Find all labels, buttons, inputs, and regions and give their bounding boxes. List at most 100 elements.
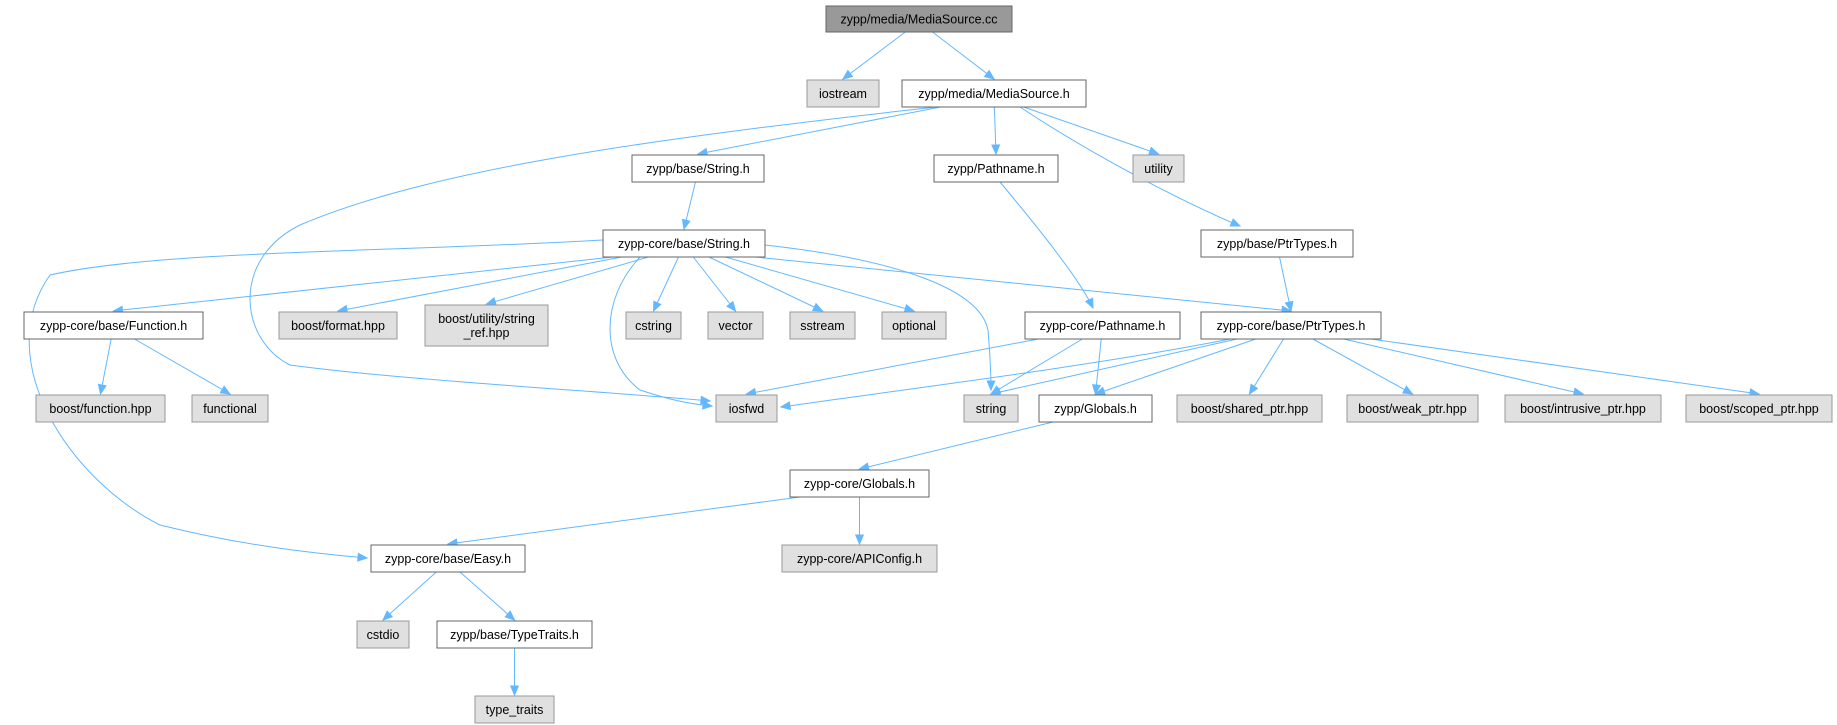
node-boost_shared_ptr-label: boost/shared_ptr.hpp: [1191, 402, 1308, 416]
edge-core_string_h-to-boost_string_ref-arrowhead: [485, 296, 497, 306]
node-core_ptrtypes_h-box: [1200, 311, 1382, 340]
edge-core_string_h-to-iosfwd: [609, 256, 713, 407]
node-base_string_h[interactable]: zypp/base/String.h: [631, 154, 765, 183]
edge-core_ptrtypes_h-to-globals_h-arrowhead: [1094, 386, 1106, 396]
node-base_string_h-box: [631, 154, 765, 183]
edge-core_ptrtypes_h-to-boost_weak_ptr-arrowhead: [1401, 385, 1414, 395]
node-core_string_h[interactable]: zypp-core/base/String.h: [602, 229, 766, 258]
edge-root-to-mediasource_h-arrowhead: [983, 69, 996, 80]
node-boost_format-label: boost/format.hpp: [291, 319, 385, 333]
edge-core_pathname_h-to-string: [990, 338, 1083, 395]
edge-core_ptrtypes_h-to-globals_h: [1095, 338, 1256, 395]
edge-core_string_h-to-iosfwd-arrowhead: [702, 400, 714, 410]
node-boost_format-box: [278, 311, 398, 340]
node-pathname_h[interactable]: zypp/Pathname.h: [933, 154, 1059, 183]
edge-globals_h-to-core_globals_h-arrowhead: [858, 462, 870, 472]
node-iostream-box: [806, 79, 880, 108]
node-iostream-label: iostream: [819, 87, 867, 101]
node-core_easy_h-label: zypp-core/base/Easy.h: [385, 552, 511, 566]
node-utility: utility: [1132, 154, 1185, 183]
edge-base_string_h-to-core_string_h-arrowhead: [681, 218, 691, 231]
edge-core_ptrtypes_h-to-boost_intrusive_ptr: [1343, 338, 1584, 395]
node-boost_function-label: boost/function.hpp: [49, 402, 151, 416]
edge-core_string_h-to-string: [764, 244, 992, 391]
node-apiconfig_h-box: [781, 544, 938, 573]
edge-core_ptrtypes_h-to-boost_shared_ptr-arrowhead: [1248, 383, 1259, 396]
node-apiconfig_h-label: zypp-core/APIConfig.h: [797, 552, 922, 566]
node-iosfwd-label: iosfwd: [729, 402, 764, 416]
edge-core_function_h-to-functional: [134, 338, 231, 395]
node-type_traits-label: type_traits: [486, 703, 544, 717]
edge-core_ptrtypes_h-to-boost_weak_ptr: [1312, 338, 1413, 395]
node-pathname_h-label: zypp/Pathname.h: [947, 162, 1044, 176]
node-globals_h-box: [1038, 394, 1153, 423]
node-core_pathname_h-label: zypp-core/Pathname.h: [1040, 319, 1166, 333]
node-sstream: sstream: [789, 311, 856, 340]
node-core_pathname_h[interactable]: zypp-core/Pathname.h: [1024, 311, 1181, 340]
node-globals_h[interactable]: zypp/Globals.h: [1038, 394, 1153, 423]
edge-mediasource_h-to-base_ptrtypes_h-arrowhead: [1229, 218, 1242, 227]
edge-core_string_h-to-cstring-arrowhead: [652, 300, 662, 313]
edge-pathname_h-to-core_pathname_h-arrowhead: [1084, 297, 1094, 310]
node-mediasource_h[interactable]: zypp/media/MediaSource.h: [901, 79, 1087, 108]
node-type_traits-box: [474, 695, 555, 724]
node-core_ptrtypes_h[interactable]: zypp-core/base/PtrTypes.h: [1200, 311, 1382, 340]
node-pathname_h-box: [933, 154, 1059, 183]
node-root-label: zypp/media/MediaSource.cc: [840, 13, 997, 27]
node-functional: functional: [191, 394, 269, 423]
edge-core_string_h-to-boost_string_ref: [486, 256, 649, 305]
edge-globals_h-to-core_globals_h: [859, 421, 1054, 470]
node-base_ptrtypes_h-box: [1200, 229, 1354, 258]
node-cstdio: cstdio: [356, 620, 410, 649]
node-core_function_h-box: [23, 311, 204, 340]
node-boost_weak_ptr-box: [1346, 394, 1479, 423]
node-vector: vector: [707, 311, 764, 340]
node-mediasource_h-box: [901, 79, 1087, 108]
node-core_function_h[interactable]: zypp-core/base/Function.h: [23, 311, 204, 340]
edge-core_easy_h-to-cstdio: [382, 571, 437, 621]
node-boost_function: boost/function.hpp: [35, 394, 166, 423]
node-functional-box: [191, 394, 269, 423]
node-boost_scoped_ptr-box: [1685, 394, 1833, 423]
node-cstdio-label: cstdio: [367, 628, 400, 642]
edge-core_pathname_h-to-iosfwd: [746, 338, 1039, 395]
node-typetraits_h[interactable]: zypp/base/TypeTraits.h: [436, 620, 593, 649]
edge-core_ptrtypes_h-to-boost_scoped_ptr: [1370, 338, 1760, 395]
node-boost_scoped_ptr-label: boost/scoped_ptr.hpp: [1699, 402, 1819, 416]
node-boost_function-box: [35, 394, 166, 423]
node-boost_string_ref-label-2: _ref.hpp: [463, 326, 510, 340]
node-base_ptrtypes_h[interactable]: zypp/base/PtrTypes.h: [1200, 229, 1354, 258]
edge-root-to-mediasource_h: [932, 31, 995, 80]
node-globals_h-label: zypp/Globals.h: [1054, 402, 1137, 416]
node-cstring-box: [625, 311, 682, 340]
node-optional: optional: [881, 311, 947, 340]
node-boost_scoped_ptr: boost/scoped_ptr.hpp: [1685, 394, 1833, 423]
node-core_easy_h[interactable]: zypp-core/base/Easy.h: [370, 544, 526, 573]
edges-layer: [28, 31, 1761, 697]
node-mediasource_h-label: zypp/media/MediaSource.h: [918, 87, 1070, 101]
node-boost_weak_ptr-label: boost/weak_ptr.hpp: [1358, 402, 1466, 416]
edge-core_ptrtypes_h-to-iosfwd: [780, 338, 1231, 408]
edge-core_easy_h-to-typetraits_h: [459, 571, 515, 621]
edge-core_ptrtypes_h-to-string: [990, 338, 1238, 395]
node-cstring-label: cstring: [635, 319, 672, 333]
edge-root-to-iostream: [842, 31, 906, 80]
node-core_globals_h-box: [789, 469, 930, 498]
node-core_string_h-box: [602, 229, 766, 258]
node-cstdio-box: [356, 620, 410, 649]
node-functional-label: functional: [203, 402, 257, 416]
node-core_globals_h[interactable]: zypp-core/Globals.h: [789, 469, 930, 498]
node-root-box: [825, 5, 1013, 33]
node-utility-box: [1132, 154, 1185, 183]
edge-core_function_h-to-functional-arrowhead: [219, 385, 232, 395]
edge-core_ptrtypes_h-to-iosfwd-arrowhead: [779, 401, 792, 411]
edge-core_function_h-to-boost_function-arrowhead: [97, 383, 107, 396]
edge-core_easy_h-to-typetraits_h-arrowhead: [504, 610, 516, 621]
node-root[interactable]: zypp/media/MediaSource.cc: [825, 5, 1013, 33]
edge-core_string_h-to-boost_format: [337, 256, 622, 312]
edge-core_globals_h-to-apiconfig_h-arrowhead: [854, 534, 865, 546]
edge-mediasource_h-to-pathname_h-arrowhead: [991, 144, 1001, 156]
node-core_string_h-label: zypp-core/base/String.h: [618, 237, 750, 251]
node-boost_string_ref-box: [424, 304, 549, 347]
